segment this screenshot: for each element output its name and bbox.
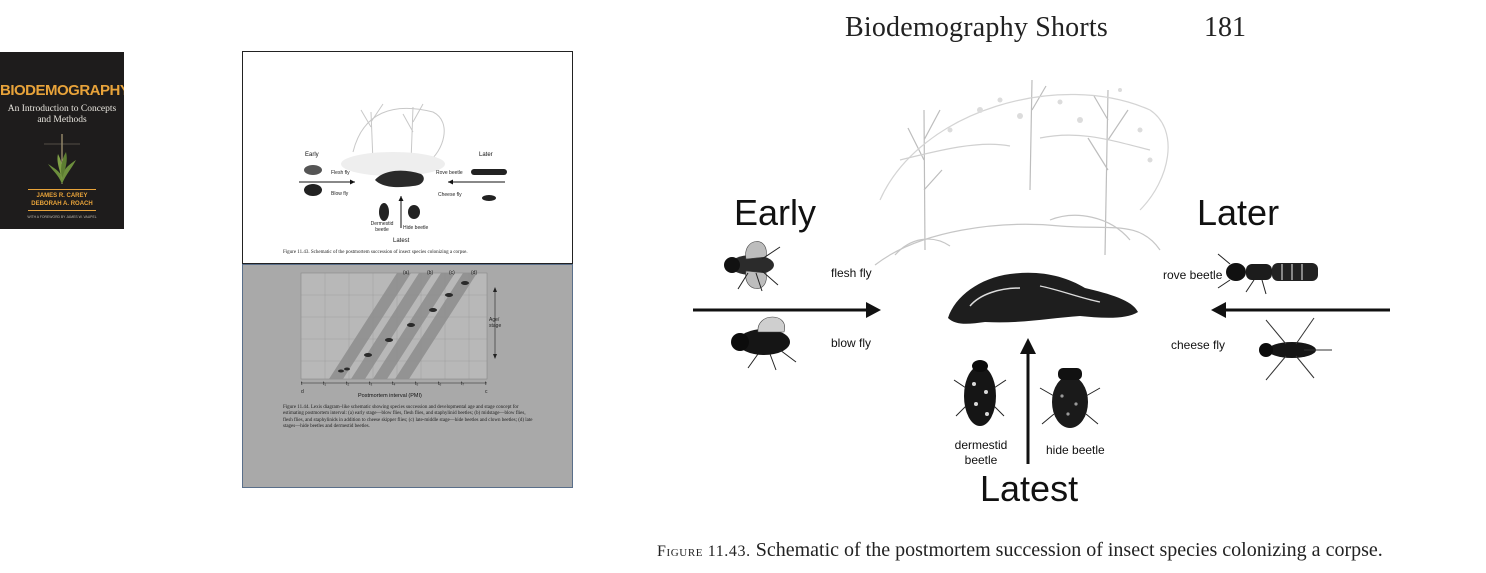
caption-text: Schematic of the postmortem succession o… — [750, 539, 1383, 561]
page-thumbnail-182[interactable]: (a) (b) (c) (d) Age/ stage t t₁ t₂ t₃ t₄… — [242, 264, 573, 488]
thumb-label-hide-beetle: Hide beetle — [403, 225, 429, 231]
thumb-figure-caption-11-44: Figure 11.44. Lexis diagram–like schemat… — [283, 405, 533, 430]
lexis-tick-5: t₅ — [415, 381, 419, 387]
label-cheese-fly: cheese fly — [1171, 338, 1226, 352]
label-hide-beetle: hide beetle — [1046, 443, 1105, 457]
caption-figure-number: Figure 11.43. — [657, 543, 751, 560]
thumb-label-later: Later — [479, 152, 493, 158]
blow-fly-icon — [731, 316, 797, 371]
flesh-fly-icon — [724, 241, 781, 292]
arrow-later — [1211, 302, 1390, 318]
lexis-diagram — [300, 272, 497, 384]
cheese-fly-icon — [1259, 317, 1332, 381]
thumb-label-cheese-fly: Cheese fly — [438, 192, 462, 198]
dermestid-beetle-icon — [953, 360, 1007, 426]
lexis-tick-8: t — [485, 381, 487, 387]
lexis-tick-6: t₆ — [438, 381, 442, 387]
label-latest: Latest — [980, 468, 1079, 509]
lexis-panel-b: (b) — [427, 270, 434, 276]
label-blow-fly: blow fly — [831, 336, 872, 350]
lexis-age-stage-label: Age/ stage — [489, 317, 502, 329]
lexis-x-axis-label: Postmortem interval (PMI) — [358, 393, 422, 399]
forest-landscape — [874, 79, 1169, 266]
thumb-label-dermestid-beetle: Dermestid beetle — [370, 221, 394, 233]
thumb-figure-caption-11-43: Figure 11.43. Schematic of the postmorte… — [283, 250, 468, 255]
page-number: 181 — [1204, 12, 1246, 43]
foliage-texture — [947, 88, 1153, 163]
succession-figure — [693, 79, 1390, 464]
hide-beetle-icon — [1039, 368, 1101, 428]
thumb-label-rove-beetle: Rove beetle — [436, 170, 463, 176]
book-cover[interactable]: BIODEMOGRAPHY An Introduction to Concept… — [0, 52, 124, 229]
thumb-scene-illustration — [299, 103, 507, 228]
label-dermestid-beetle: dermestid beetle — [954, 438, 1008, 467]
lexis-axis-start: d — [301, 389, 304, 395]
cover-subtitle: An Introduction to Concepts and Methods — [7, 104, 117, 125]
lexis-tick-1: t₁ — [323, 381, 327, 387]
arrow-early — [693, 302, 881, 318]
lexis-tick-4: t₄ — [392, 381, 396, 387]
thumb-label-flesh-fly: Flesh fly — [331, 170, 350, 176]
arrow-latest — [1020, 338, 1036, 464]
thumb-label-blow-fly: Blow fly — [331, 191, 349, 197]
page-thumbnail-181[interactable]: Early Later Latest Flesh fly Blow fly Ro… — [242, 51, 573, 264]
label-later: Later — [1197, 192, 1280, 233]
rove-beetle-icon — [1217, 253, 1318, 295]
lexis-panel-a: (a) — [403, 270, 410, 276]
lexis-tick-0: t — [301, 381, 303, 387]
thumb-label-early: Early — [305, 152, 319, 158]
thumb-label-latest: Latest — [393, 238, 410, 244]
running-head: Biodemography Shorts — [845, 12, 1108, 43]
cover-foreword: WITH A FOREWORD BY JAMES W. VAUPEL — [27, 215, 97, 219]
lexis-tick-2: t₂ — [346, 381, 350, 387]
cover-authors: JAMES R. CAREY DEBORAH A. ROACH — [31, 193, 93, 207]
plant-illustration — [44, 134, 80, 184]
figure-caption: Figure 11.43. Schematic of the postmorte… — [657, 539, 1383, 562]
label-early: Early — [734, 192, 817, 233]
lexis-panel-c: (c) — [449, 270, 455, 276]
lexis-axis-end: c — [485, 389, 488, 395]
corpse-illustration — [948, 272, 1138, 324]
lexis-tick-7: t₇ — [461, 381, 465, 387]
label-flesh-fly: flesh fly — [831, 266, 872, 280]
lexis-panel-d: (d) — [471, 270, 478, 276]
lexis-tick-3: t₃ — [369, 381, 373, 387]
label-rove-beetle: rove beetle — [1163, 268, 1223, 282]
cover-title: BIODEMOGRAPHY — [0, 82, 124, 99]
